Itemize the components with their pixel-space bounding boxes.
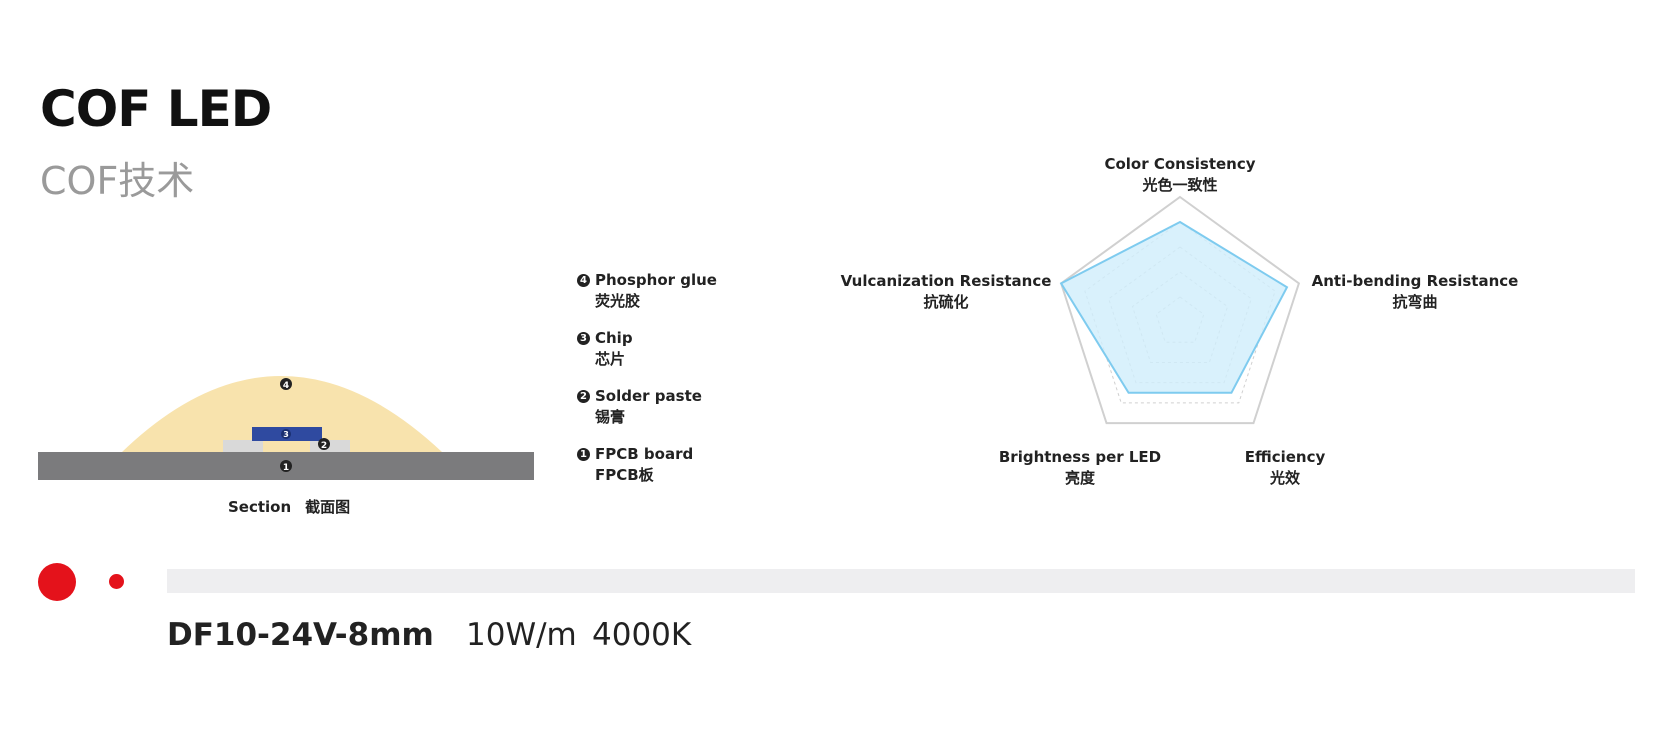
- radar-label-anti-bending: Anti-bending Resistance 抗弯曲: [1300, 271, 1530, 313]
- page-title: COF LED: [40, 80, 272, 138]
- radar-value-polygon: [1059, 220, 1289, 394]
- radar-label-brightness: Brightness per LED 亮度: [990, 447, 1170, 489]
- svg-text:1: 1: [283, 463, 289, 473]
- radar-label-en: Anti-bending Resistance: [1311, 272, 1519, 290]
- accent-dot-large: [38, 563, 76, 601]
- legend-number-badge: 4: [577, 274, 590, 287]
- accent-dot-small: [109, 574, 124, 589]
- product-model: DF10-24V-8mm: [167, 617, 434, 653]
- legend-label-en: Chip: [595, 329, 633, 347]
- radar-label-cn: 亮度: [1064, 469, 1095, 487]
- legend-item-phosphor-glue: 4 Phosphor glue 荧光胶: [577, 270, 717, 312]
- radar-value-point: [1230, 392, 1232, 394]
- legend-label-en: FPCB board: [595, 445, 694, 463]
- section-caption: Section 截面图: [228, 496, 364, 517]
- cof-section-diagram: 4 3 2 1: [38, 376, 534, 480]
- legend-item-chip: 3 Chip 芯片: [577, 328, 633, 370]
- radar-value-point: [1128, 392, 1130, 394]
- svg-text:2: 2: [321, 441, 327, 451]
- section-caption-cn: 截面图: [305, 498, 351, 516]
- marker-3: 3: [281, 429, 291, 439]
- radar-label-en: Efficiency: [1244, 448, 1326, 466]
- marker-4: 4: [280, 378, 292, 391]
- radar-label-cn: 光色一致性: [1142, 176, 1218, 194]
- radar-label-en: Color Consistency: [1104, 155, 1256, 173]
- legend-item-solder-paste: 2 Solder paste 锡膏: [577, 386, 702, 428]
- radar-value-point: [1179, 221, 1181, 223]
- radar-label-cn: 抗硫化: [923, 293, 969, 311]
- marker-1: 1: [280, 460, 292, 473]
- product-cct: 4000K: [592, 617, 692, 653]
- legend-label-cn: 锡膏: [595, 408, 626, 426]
- legend-number-badge: 2: [577, 390, 590, 403]
- solder-paste-left: [223, 440, 263, 452]
- legend-number-badge: 3: [577, 332, 590, 345]
- page-subtitle: COF技术: [40, 159, 195, 203]
- legend-item-fpcb-board: 1 FPCB board FPCB板: [577, 444, 693, 486]
- radar-label-en: Vulcanization Resistance: [840, 272, 1052, 290]
- legend-label-cn: 荧光胶: [595, 292, 641, 310]
- product-power: 10W/m: [466, 617, 577, 653]
- legend-number-badge: 1: [577, 448, 590, 461]
- radar-grid-ring: [1059, 195, 1301, 425]
- divider-bar: [167, 569, 1635, 593]
- legend-label-en: Solder paste: [595, 387, 702, 405]
- svg-text:4: 4: [283, 381, 289, 391]
- marker-2: 2: [318, 438, 330, 451]
- phosphor-glue-dome: [122, 376, 442, 452]
- radar-value-point: [1060, 282, 1062, 284]
- legend-label-cn: FPCB板: [595, 466, 654, 484]
- radar-label-en: Brightness per LED: [998, 448, 1162, 466]
- radar-chart: [1059, 195, 1301, 425]
- solder-paste-right: [310, 440, 350, 452]
- svg-text:3: 3: [283, 430, 289, 439]
- radar-label-efficiency: Efficiency 光效: [1225, 447, 1345, 489]
- radar-label-cn: 光效: [1269, 469, 1300, 487]
- legend-label-cn: 芯片: [595, 350, 626, 368]
- radar-label-vulcanization: Vulcanization Resistance 抗硫化: [836, 271, 1056, 313]
- radar-value-point: [1286, 286, 1288, 288]
- radar-label-cn: 抗弯曲: [1392, 293, 1438, 311]
- radar-label-color-consistency: Color Consistency 光色一致性: [1080, 154, 1280, 196]
- section-caption-en: Section: [228, 498, 292, 516]
- legend-label-en: Phosphor glue: [595, 271, 717, 289]
